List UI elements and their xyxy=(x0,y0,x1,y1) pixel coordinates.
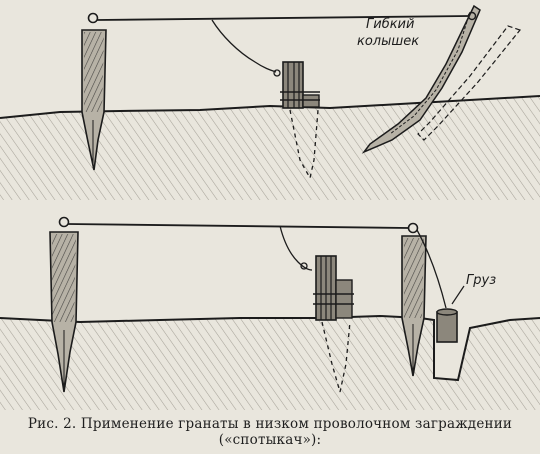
pull-cord-bottom xyxy=(279,225,313,271)
grenade-stake-bottom xyxy=(321,321,351,393)
ground-bottom xyxy=(0,316,540,410)
wooden-post-bottom-left xyxy=(49,231,79,393)
tripwire-top xyxy=(96,15,471,21)
caption-line-1: Рис. 2. Применение гранаты в низком пров… xyxy=(27,416,513,432)
pull-cord-top xyxy=(211,19,277,73)
flexible-peg-label-line2: колышек xyxy=(357,34,419,49)
figure-caption: Рис. 2. Применение гранаты в низком пров… xyxy=(0,416,540,448)
flexible-peg-released xyxy=(417,25,522,141)
flexible-peg-label-line1: Гибкий xyxy=(366,17,414,32)
flexible-peg-bent xyxy=(361,4,481,154)
wooden-post-bottom-right xyxy=(401,235,427,377)
wire-ring-top-left xyxy=(87,12,99,24)
wire-ring-bottom-right xyxy=(407,222,419,234)
tripwire-bottom xyxy=(67,223,410,229)
weight-block xyxy=(436,308,458,343)
top-panel: Гибкий колышек xyxy=(0,4,540,200)
caption-line-2: («спотыкач»): xyxy=(218,432,322,448)
wooden-post-top xyxy=(81,29,107,171)
bottom-panel: Груз xyxy=(0,216,540,410)
weight-label: Груз xyxy=(466,273,496,288)
weight-rope xyxy=(416,229,447,309)
grenade-bottom xyxy=(313,255,354,321)
weight-label-pointer xyxy=(451,285,465,305)
ground-surface-top xyxy=(0,95,540,119)
grenade-stake-top xyxy=(289,109,319,180)
grenade-top xyxy=(280,61,320,109)
wire-ring-bottom-left xyxy=(58,216,70,228)
